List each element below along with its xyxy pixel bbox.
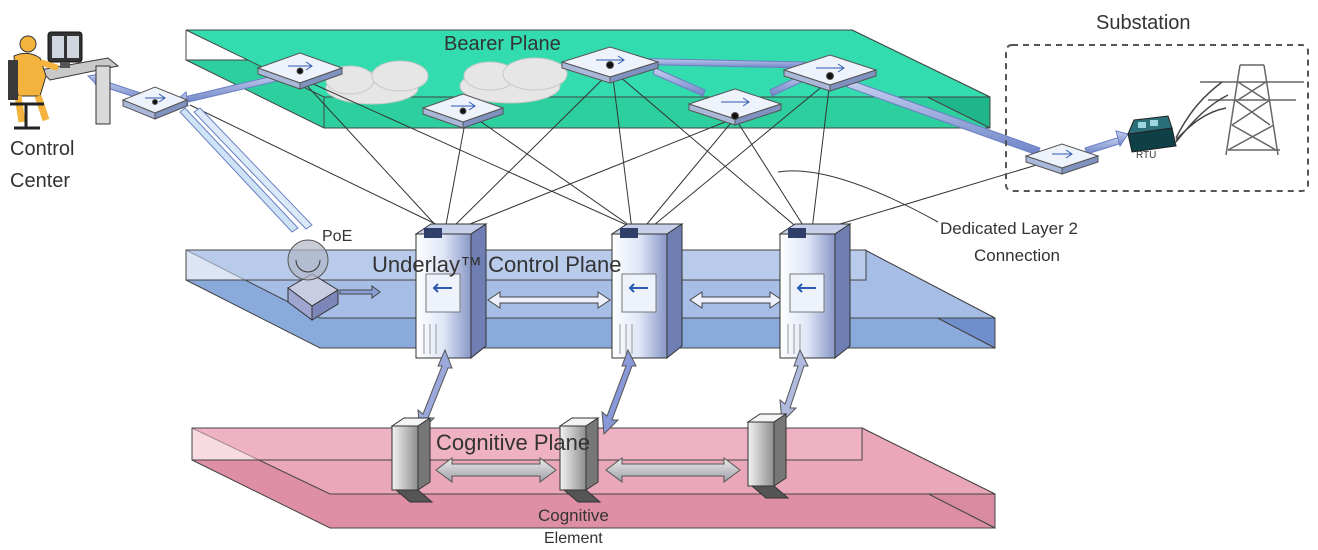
control-links: [189, 69, 1061, 231]
bearer-plane-label: Bearer Plane: [444, 33, 561, 55]
rtu-icon: [1127, 115, 1177, 153]
substation-box: [1005, 44, 1309, 192]
cognitive-plane-arrows: [435, 457, 741, 483]
cognitive-plane-label: Cognitive Plane: [436, 430, 591, 455]
cognitive-element-label-line2: Element: [544, 530, 603, 547]
cognitive-element-icon: [390, 417, 434, 503]
dedicated-connection-label-line2: Connection: [974, 246, 1061, 265]
cognitive-element-icon: [558, 417, 602, 503]
cognitive-element-label-line1: Cognitive: [538, 506, 609, 525]
switch-icon: [687, 88, 783, 126]
cognitive-element-icon: [746, 413, 790, 499]
dedicated-connection-label-line1: Dedicated Layer 2: [940, 219, 1078, 238]
rtu-label: RTU: [1136, 150, 1157, 161]
switch-icon: [560, 46, 660, 84]
switch-icon: [421, 93, 505, 129]
switch-icon: [782, 54, 878, 92]
bearer-links: [86, 57, 1129, 233]
server-tower-icon: [610, 223, 684, 360]
poe-label: PoE: [322, 228, 353, 245]
cloud-icon: [325, 57, 568, 105]
poe-device-icon: [287, 239, 381, 321]
control-center-label-line2: Center: [10, 170, 71, 192]
server-tower-icon: [414, 223, 488, 360]
control-center-label-line1: Control: [10, 138, 75, 160]
server-tower-icon: [778, 223, 852, 360]
control-plane-label: Underlay™ Control Plane: [372, 252, 622, 277]
operator-icon: [8, 31, 120, 130]
substation-label: Substation: [1096, 12, 1191, 34]
switch-icon: [256, 52, 344, 90]
switch-icon: [1024, 143, 1100, 175]
switch-icon: [121, 86, 189, 120]
transmission-tower-icon: [1175, 64, 1304, 156]
